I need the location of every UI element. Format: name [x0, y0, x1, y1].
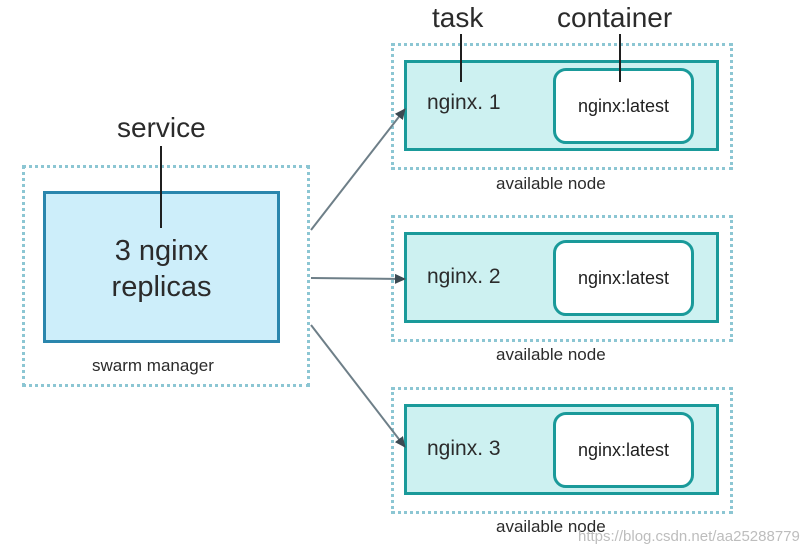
container-label-2: nginx:latest [577, 267, 670, 288]
task-heading: task [432, 2, 484, 33]
node-frame-1 [391, 43, 733, 170]
task-label-3: nginx. 3 [427, 437, 501, 460]
arrow-to-node-2 [310, 273, 406, 284]
service-line-1: 3 nginx [114, 235, 209, 267]
service-heading: service [117, 112, 206, 143]
container-box-2: nginx:latest [553, 240, 694, 316]
watermark-text: https://blog.csdn.net/aa2528877987 [578, 528, 800, 545]
arrow-to-node-3 [310, 324, 406, 448]
container-label-1: nginx:latest [577, 95, 670, 116]
swarm-manager-frame [22, 165, 310, 387]
task-label-2: nginx. 2 [427, 265, 501, 288]
node-caption-1: available node [496, 174, 606, 193]
node-frame-3 [391, 387, 733, 514]
swarm-manager-caption: swarm manager [92, 356, 214, 375]
service-line-2: replicas [111, 271, 212, 303]
arrow-to-node-1 [310, 108, 406, 231]
container-box-3: nginx:latest [553, 412, 694, 488]
service-replicas-text: 3 nginx replicas [43, 233, 280, 305]
task-label-1: nginx. 1 [427, 91, 501, 114]
container-box-1: nginx:latest [553, 68, 694, 144]
node-caption-2: available node [496, 345, 606, 364]
node-caption-3: available node [496, 517, 606, 536]
container-label-3: nginx:latest [577, 439, 670, 460]
container-heading: container [557, 2, 673, 33]
